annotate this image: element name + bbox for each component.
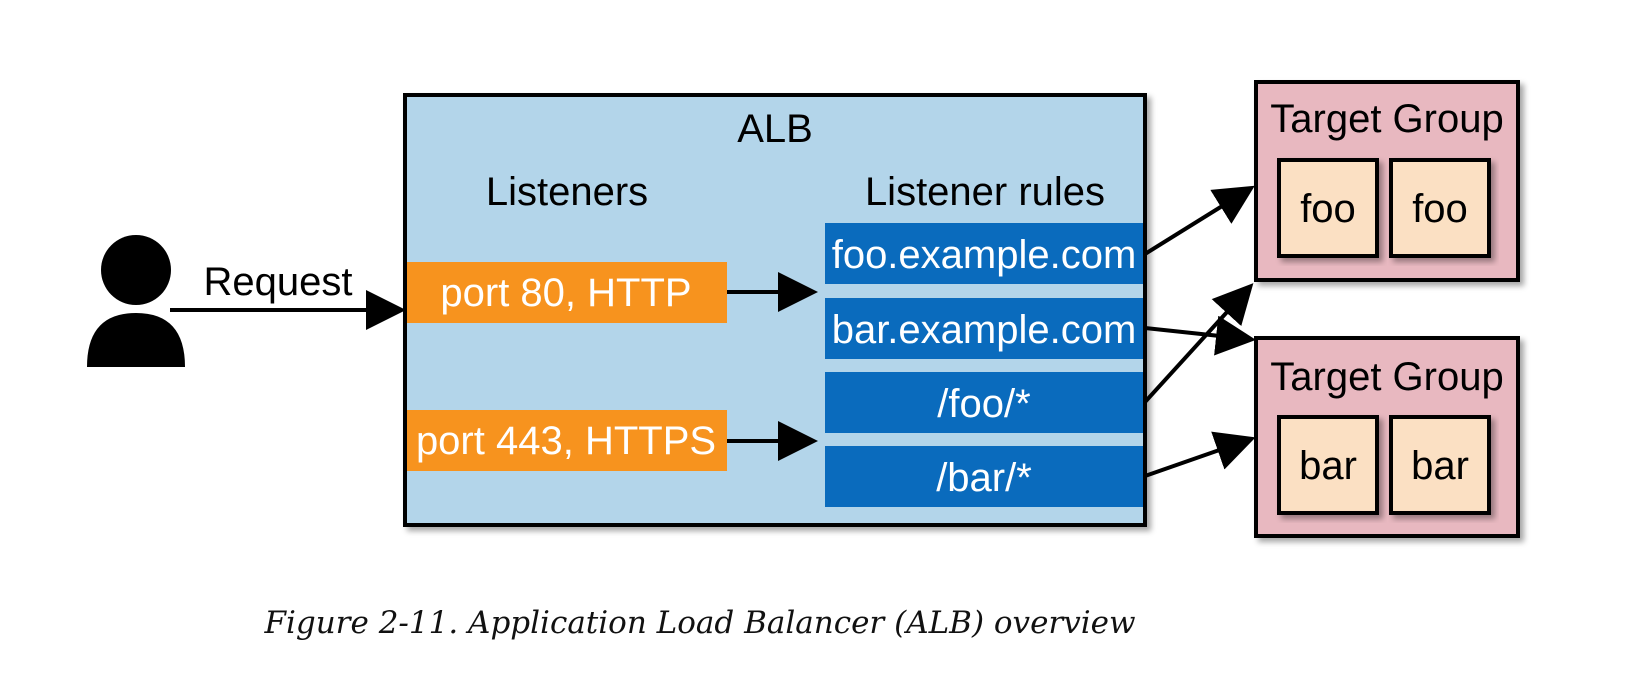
- target-foo-1-label: foo: [1300, 187, 1356, 231]
- rule-bar-path-label: /bar/*: [936, 456, 1032, 500]
- listener-rules-heading: Listener rules: [865, 170, 1105, 214]
- target-group-bar-label: Target Group: [1270, 355, 1503, 399]
- target-bar-1-label: bar: [1299, 444, 1357, 488]
- rule-bar-host-arrow: [1144, 315, 1256, 356]
- alb-title: ALB: [737, 107, 813, 151]
- rule-bar-host-label: bar.example.com: [832, 308, 1137, 352]
- target-foo-2: [1389, 158, 1491, 258]
- target-bar-2-label: bar: [1411, 444, 1469, 488]
- listeners-heading: Listeners: [486, 170, 648, 214]
- target-foo-1: [1277, 158, 1379, 258]
- rule-bar-host: [825, 298, 1143, 359]
- rule-foo-host-label: foo.example.com: [832, 233, 1137, 277]
- rule-foo-host-arrow: [1143, 185, 1255, 256]
- listener-https: [407, 410, 727, 471]
- rule-foo-host: [825, 223, 1143, 284]
- target-bar-2: [1389, 415, 1491, 515]
- rule-foo-path-label: /foo/*: [937, 382, 1030, 426]
- figure-caption: Figure 2-11. Application Load Balancer (…: [264, 605, 1136, 641]
- target-bar-1: [1277, 415, 1379, 515]
- rule-bar-path-arrow: [1144, 431, 1256, 478]
- person-icon: [87, 235, 185, 367]
- rule-foo-path-arrow: [1143, 283, 1254, 404]
- rule-bar-path: [825, 446, 1143, 507]
- listener-https-label: port 443, HTTPS: [416, 419, 716, 463]
- rule-foo-path: [825, 372, 1143, 433]
- request-label: Request: [204, 260, 353, 304]
- listener-http-label: port 80, HTTP: [440, 271, 691, 315]
- target-group-foo-label: Target Group: [1270, 97, 1503, 141]
- target-foo-2-label: foo: [1412, 187, 1468, 231]
- listener-http: [407, 262, 727, 323]
